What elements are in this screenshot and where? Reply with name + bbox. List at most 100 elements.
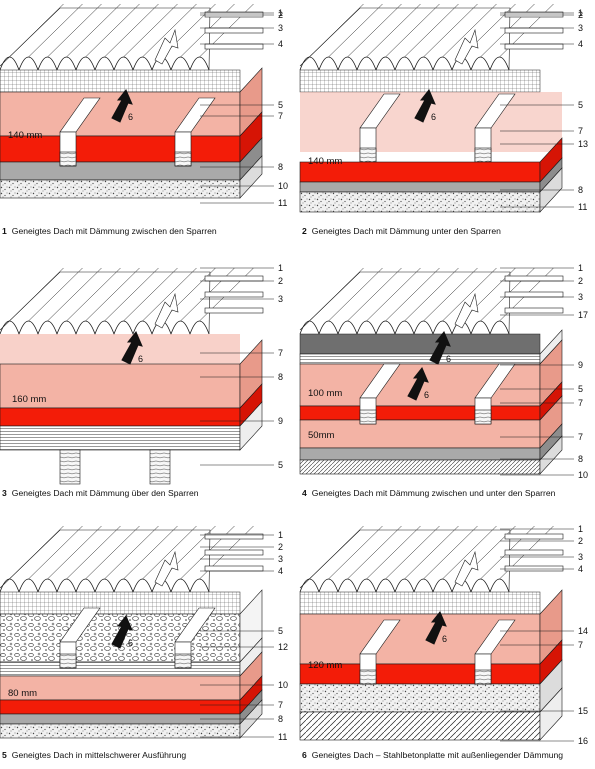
tile-ridge xyxy=(123,525,178,580)
tile-ridge xyxy=(404,267,459,322)
callout-number: 2 xyxy=(578,276,583,286)
tile-ridge xyxy=(347,525,402,580)
concrete-slab-layer-side xyxy=(539,687,563,741)
batten xyxy=(204,307,264,314)
tile-profile xyxy=(299,56,510,72)
board-layer-side xyxy=(239,401,263,451)
callout-number: 4 xyxy=(278,566,283,576)
callout-number: 7 xyxy=(578,640,583,650)
caption-number: 2 xyxy=(302,226,307,236)
rafter xyxy=(59,449,81,485)
callout-number: 5 xyxy=(578,100,583,110)
vapor-barrier-layer xyxy=(299,405,541,421)
heat-flow-arrow-icon xyxy=(429,331,451,365)
tile-ridge xyxy=(66,525,121,580)
callout-number: 3 xyxy=(578,552,583,562)
roof-tiles xyxy=(299,525,564,594)
tile-ridge xyxy=(347,267,402,322)
callout-number: 2 xyxy=(578,536,583,546)
callout-number: 2 xyxy=(578,10,583,20)
tile-ridge xyxy=(123,267,178,322)
callout-number: 11 xyxy=(578,202,587,212)
tile-ridge xyxy=(385,3,440,58)
callout-number: 4 xyxy=(578,564,583,574)
tile-ridge xyxy=(66,267,121,322)
heat-flow-arrow-icon xyxy=(121,331,143,365)
tile-ridge xyxy=(385,267,440,322)
callout-number: 2 xyxy=(278,10,283,20)
tile-ridge xyxy=(104,525,159,580)
heat-flow-label: 6 xyxy=(431,112,436,122)
heat-flow-label: 6 xyxy=(128,638,133,648)
rafter-end xyxy=(359,669,377,685)
tile-ridge xyxy=(366,3,421,58)
batten xyxy=(504,291,564,298)
callout-number: 3 xyxy=(278,294,283,304)
plaster-layer-side xyxy=(539,435,563,475)
callout-number: 8 xyxy=(278,714,283,724)
tile-ridge xyxy=(404,3,459,58)
callout-number: 3 xyxy=(578,23,583,33)
callout-number: 3 xyxy=(578,292,583,302)
callout-number: 4 xyxy=(278,39,283,49)
batten xyxy=(504,565,564,572)
callout-number: 3 xyxy=(278,23,283,33)
counter-batten-space xyxy=(0,334,240,364)
callout-number: 5 xyxy=(278,460,283,470)
thickness-label: 80 mm xyxy=(8,688,37,699)
callout-number: 1 xyxy=(278,263,283,273)
ceiling-layer xyxy=(0,161,241,181)
plaster-layer xyxy=(299,191,541,213)
vent-arrow-icon xyxy=(454,292,479,329)
callout-number: 5 xyxy=(578,384,583,394)
insulation-layer xyxy=(0,363,241,409)
callout-number: 10 xyxy=(278,680,288,690)
concrete-slab-layer xyxy=(299,711,541,741)
tile-profile xyxy=(299,578,510,594)
tile-ridge xyxy=(328,3,383,58)
callout-number: 10 xyxy=(278,181,288,191)
membrane xyxy=(299,591,541,615)
board-layer xyxy=(299,353,541,365)
callout-number: 7 xyxy=(278,700,283,710)
callout-number: 4 xyxy=(578,39,583,49)
heat-flow-label: 6 xyxy=(442,634,447,644)
callout-number: 1 xyxy=(278,530,283,540)
heat-flow-arrow-icon xyxy=(111,89,133,123)
thickness-label: 140 mm xyxy=(8,130,42,141)
heat-flow-label: 6 xyxy=(128,112,133,122)
tile-profile xyxy=(0,320,210,336)
callout-number: 8 xyxy=(578,454,583,464)
tile-ridge xyxy=(328,267,383,322)
heat-flow-arrow-icon xyxy=(414,89,436,123)
rafter-end xyxy=(59,653,77,669)
callout-number: 7 xyxy=(278,111,283,121)
callout-number: 8 xyxy=(578,185,583,195)
caption-text: Geneigtes Dach mit Dämmung zwischen den … xyxy=(12,226,217,236)
batten xyxy=(204,291,264,298)
heat-flow-arrow-icon xyxy=(425,611,447,645)
rafter-end xyxy=(474,147,492,163)
tile-profile xyxy=(299,320,510,336)
caption-text: Geneigtes Dach – Stahlbetonplatte mit au… xyxy=(312,750,563,760)
caption-text: Geneigtes Dach mit Dämmung über den Spar… xyxy=(12,488,199,498)
membrane xyxy=(0,69,241,93)
batten xyxy=(504,11,564,18)
tile-ridge xyxy=(47,525,102,580)
tile-ridge xyxy=(104,267,159,322)
thickness-label-2: 50mm xyxy=(308,430,334,441)
tile-outline xyxy=(0,271,211,335)
caption-number: 6 xyxy=(302,750,307,760)
tile-ridge xyxy=(347,3,402,58)
batten xyxy=(204,549,264,556)
plaster-layer xyxy=(299,459,541,475)
tile-ridge xyxy=(142,3,197,58)
rafter-end xyxy=(359,147,377,163)
rafter-end xyxy=(59,151,77,167)
